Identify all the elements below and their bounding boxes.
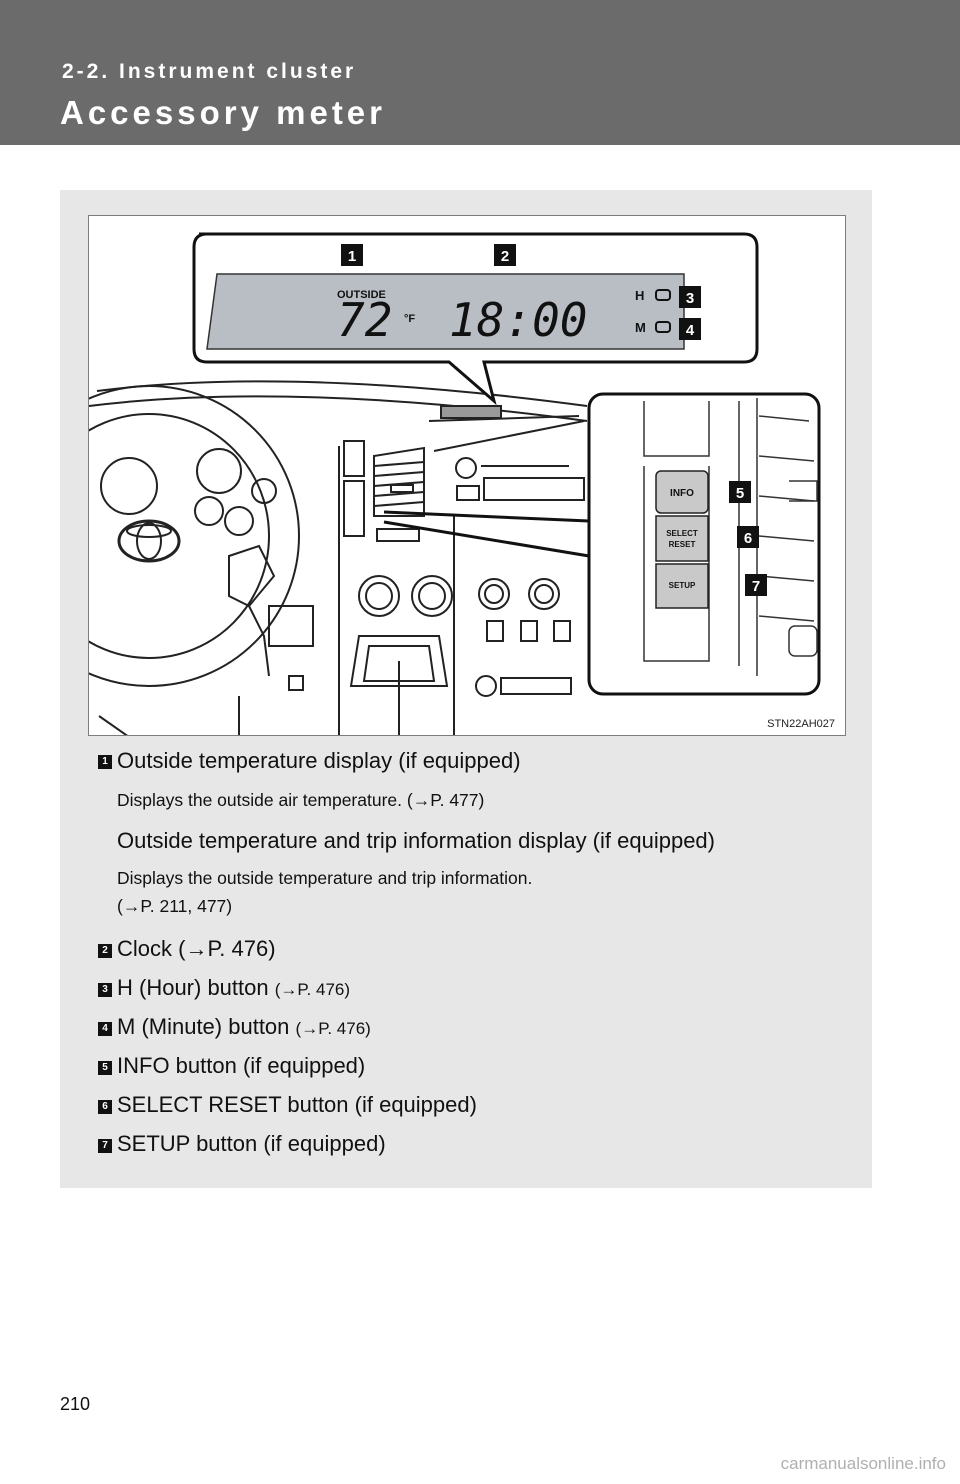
item-5-title: INFO button (if equipped) [117,1053,366,1078]
dashboard-figure: OUTSIDE 72 °F 18:00 H M INFO SELECT RESE… [88,215,846,736]
item-1b-desc-line2: (→P. 211, 477) [117,896,233,916]
svg-text:4: 4 [686,322,695,339]
callout-1: 1 [341,244,363,266]
svg-text:6: 6 [744,530,752,547]
callout-3: 3 [679,286,701,308]
item-1b-desc-line1: Displays the outside temperature and tri… [117,868,533,888]
item-1b-title: Outside temperature and trip information… [117,828,715,853]
item-marker: 5 [98,1061,112,1075]
item-4-title: M (Minute) button (→P. 476) [117,1014,371,1039]
item-marker: 2 [98,944,112,958]
svg-text:2: 2 [501,248,509,265]
page-number: 210 [60,1394,91,1414]
section-label: 2-2. Instrument cluster [62,60,357,83]
item-2-title: Clock (→P. 476) [117,936,276,961]
callout-5: 5 [729,481,751,503]
item-7-title: SETUP button (if equipped) [117,1131,386,1156]
hour-button-label: H [635,288,644,303]
dashboard-illustration: OUTSIDE 72 °F 18:00 H M INFO SELECT RESE… [89,232,821,735]
callout-4: 4 [679,318,701,340]
item-marker: 6 [98,1100,112,1114]
clock-value: 18:00 [449,293,587,347]
setup-button-label: SETUP [669,581,696,590]
dashboard-drawing [89,380,588,735]
item-3-title: H (Hour) button (→P. 476) [117,975,351,1000]
select-button-label: SELECT [666,529,698,538]
item-marker: 7 [98,1139,112,1153]
item-marker: 3 [98,983,112,997]
svg-text:3: 3 [686,290,694,307]
callout-2: 2 [494,244,516,266]
temperature-unit: °F [404,313,415,325]
callout-7: 7 [745,574,767,596]
item-1-desc: Displays the outside air temperature. (→… [117,790,485,810]
item-6-title: SELECT RESET button (if equipped) [117,1092,477,1117]
watermark: carmanualsonline.info [780,1454,946,1473]
reset-button-label: RESET [669,540,696,549]
temperature-value: 72 [337,293,392,347]
svg-text:1: 1 [348,248,356,265]
item-1-title: Outside temperature display (if equipped… [117,748,521,773]
callout-6: 6 [737,526,759,548]
figure-code: STN22AH027 [767,718,835,730]
item-marker: 1 [98,755,112,769]
svg-text:7: 7 [752,578,760,595]
outside-label: OUTSIDE [337,289,386,301]
minute-button-label: M [635,320,646,335]
info-button-label: INFO [670,488,694,499]
header-bar: 2-2. Instrument cluster Accessory meter [0,0,960,145]
page-title: Accessory meter [60,94,386,131]
item-marker: 4 [98,1022,112,1036]
svg-text:5: 5 [736,485,744,502]
